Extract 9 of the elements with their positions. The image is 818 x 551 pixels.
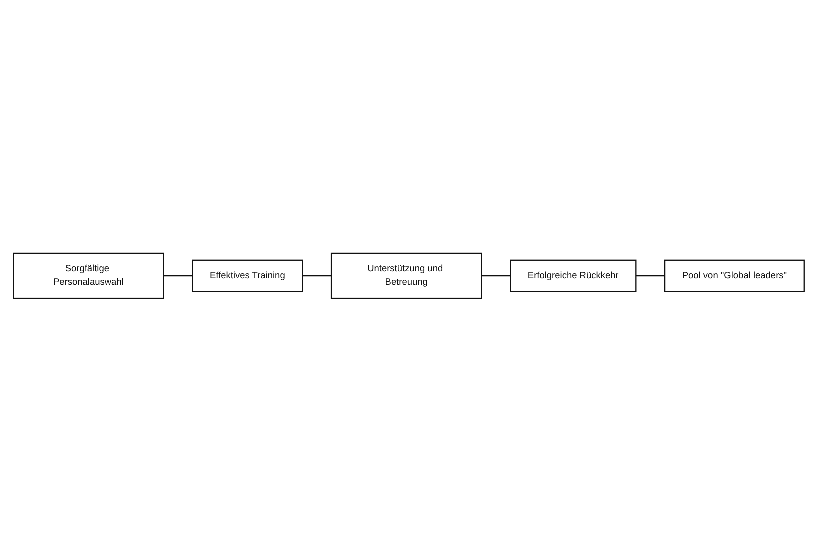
node-box: Sorgfältige Personalauswahl [13, 252, 164, 299]
connector [636, 274, 666, 276]
node-box: Pool von "Global leaders" [664, 259, 805, 292]
node-box: Erfolgreiche Rückkehr [510, 259, 637, 292]
connector [302, 274, 332, 276]
node-box: Unterstützung und Betreuung [330, 252, 482, 299]
connector [482, 274, 511, 276]
connector [164, 274, 193, 276]
node-box: Effektives Training [192, 259, 304, 292]
